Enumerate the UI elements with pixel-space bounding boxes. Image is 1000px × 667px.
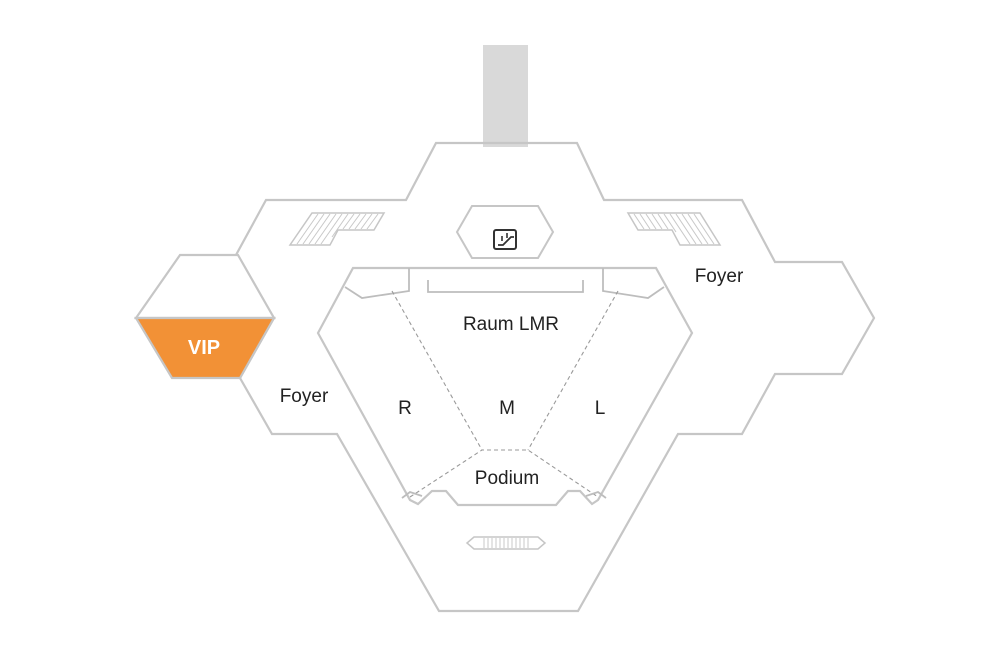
- foyer-left-label[interactable]: Foyer: [280, 386, 329, 407]
- radiator-icon: [465, 536, 547, 550]
- staircase-right: [626, 212, 722, 246]
- escalator-icon: [493, 229, 517, 250]
- section-m-label[interactable]: M: [499, 398, 515, 419]
- staircase-left: [288, 212, 386, 246]
- podium-ledge-right: [585, 490, 607, 499]
- section-divider-right: [527, 290, 619, 451]
- stage-notch-right: [602, 268, 665, 299]
- section-r-label[interactable]: R: [398, 398, 412, 419]
- radiator: [465, 536, 547, 550]
- main-hall-outline: [316, 266, 694, 507]
- podium-ledge: [401, 490, 423, 499]
- foyer-right-label[interactable]: Foyer: [695, 266, 744, 287]
- escalator: [455, 205, 555, 259]
- stage-notch-left: [344, 268, 410, 299]
- section-divider-left: [391, 290, 483, 451]
- vip-room-highlight: [134, 316, 276, 380]
- main-hall-label[interactable]: Raum LMR: [463, 314, 559, 335]
- vip-label: VIP: [188, 337, 220, 359]
- escalator-frame: [455, 205, 555, 259]
- vip-room[interactable]: VIP: [133, 253, 276, 380]
- vip-room-upper: [133, 253, 276, 320]
- entrance-corridor: [483, 45, 528, 147]
- staircase-icon: [626, 212, 722, 246]
- section-l-label[interactable]: L: [595, 398, 606, 419]
- podium-outline: [409, 449, 599, 498]
- staircase-icon: [288, 212, 386, 246]
- stage-front-bar: [427, 280, 584, 293]
- podium-label[interactable]: Podium: [475, 468, 539, 489]
